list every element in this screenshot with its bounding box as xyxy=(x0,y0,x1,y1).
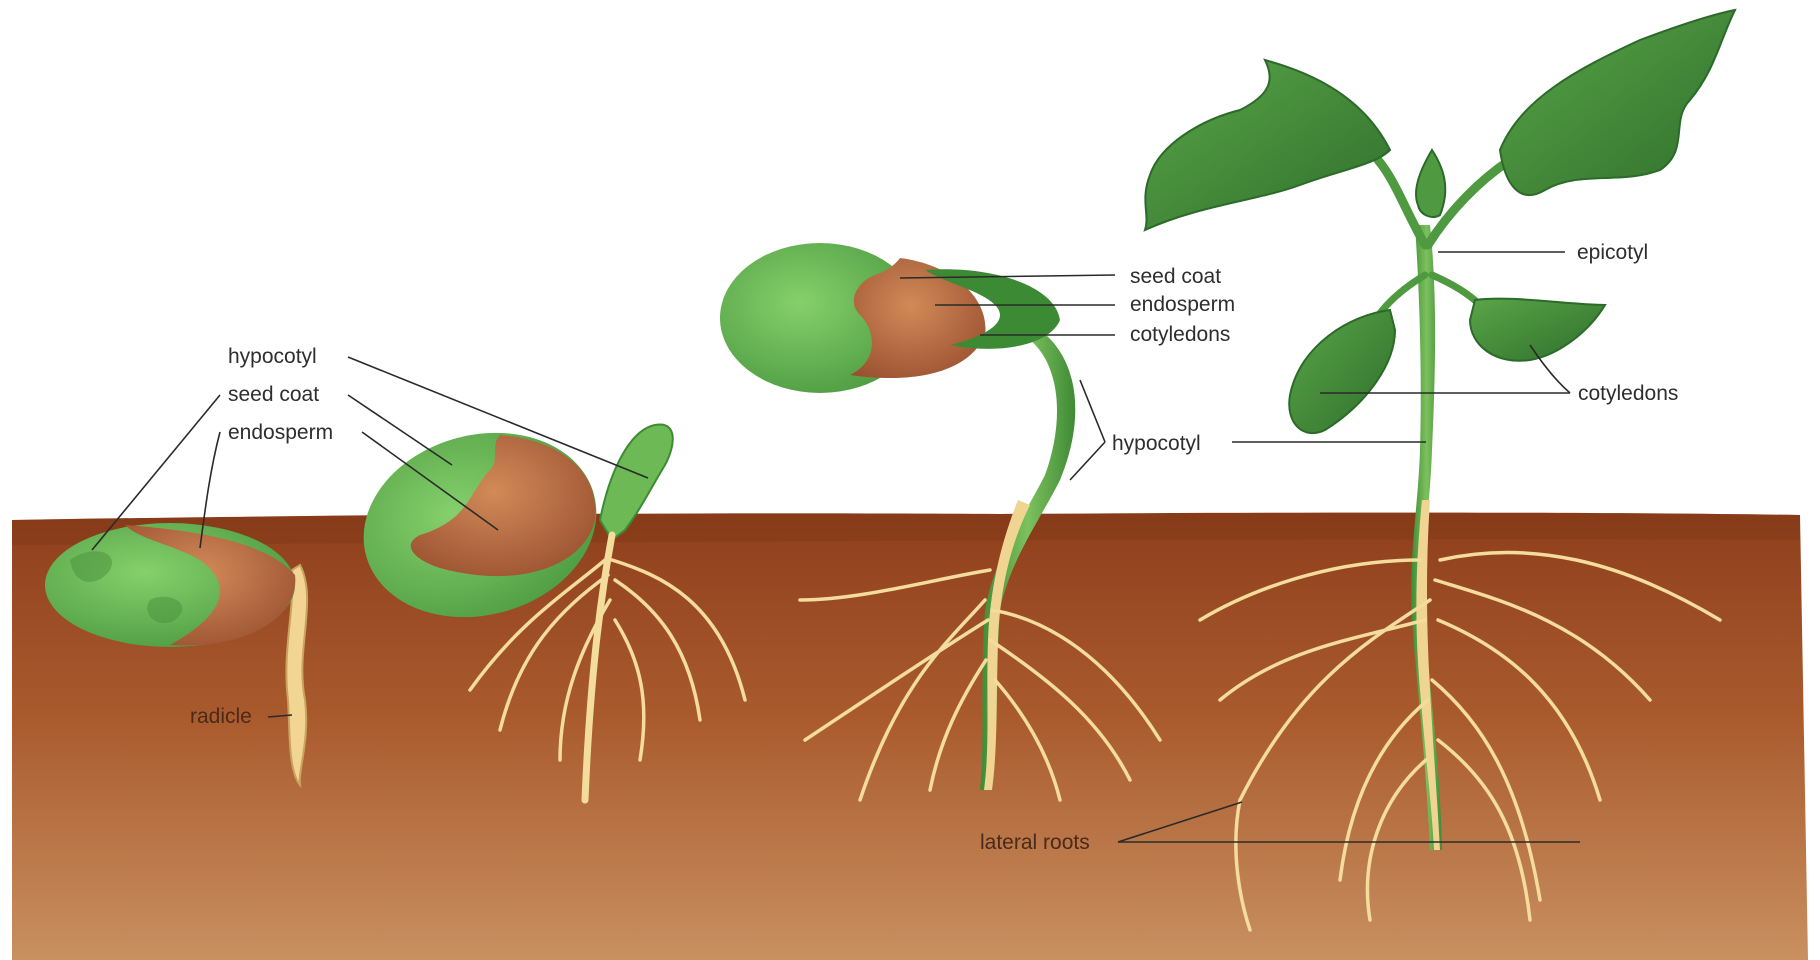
stage4-leaf-left xyxy=(1145,60,1390,230)
label-cotyledons-stage4: cotyledons xyxy=(1578,382,1678,405)
stage4-bud xyxy=(1416,150,1445,217)
stage4-cotyledon-left xyxy=(1289,310,1395,433)
label-endosperm-stage3: endosperm xyxy=(1130,293,1235,316)
stage4-leaf-right xyxy=(1500,10,1735,195)
label-seed-coat-stage1: seed coat xyxy=(228,383,319,406)
label-radicle: radicle xyxy=(190,705,252,728)
leader-seedcoat-stage2 xyxy=(348,395,452,465)
label-epicotyl: epicotyl xyxy=(1577,241,1648,264)
stage4-cotyledon-right xyxy=(1470,299,1605,361)
stage4-cotyledon-petiole-right xyxy=(1432,275,1480,305)
label-cotyledons-stage3: cotyledons xyxy=(1130,323,1230,346)
leader-hypocotyl-stage3-a xyxy=(1080,380,1105,442)
label-lateral-roots: lateral roots xyxy=(980,831,1090,854)
label-endosperm-stage1: endosperm xyxy=(228,421,333,444)
leader-hypocotyl-stage3-b xyxy=(1070,442,1105,480)
label-hypocotyl-stage2: hypocotyl xyxy=(228,345,317,368)
label-seed-coat-stage3: seed coat xyxy=(1130,265,1221,288)
label-hypocotyl-stage3: hypocotyl xyxy=(1112,432,1201,455)
